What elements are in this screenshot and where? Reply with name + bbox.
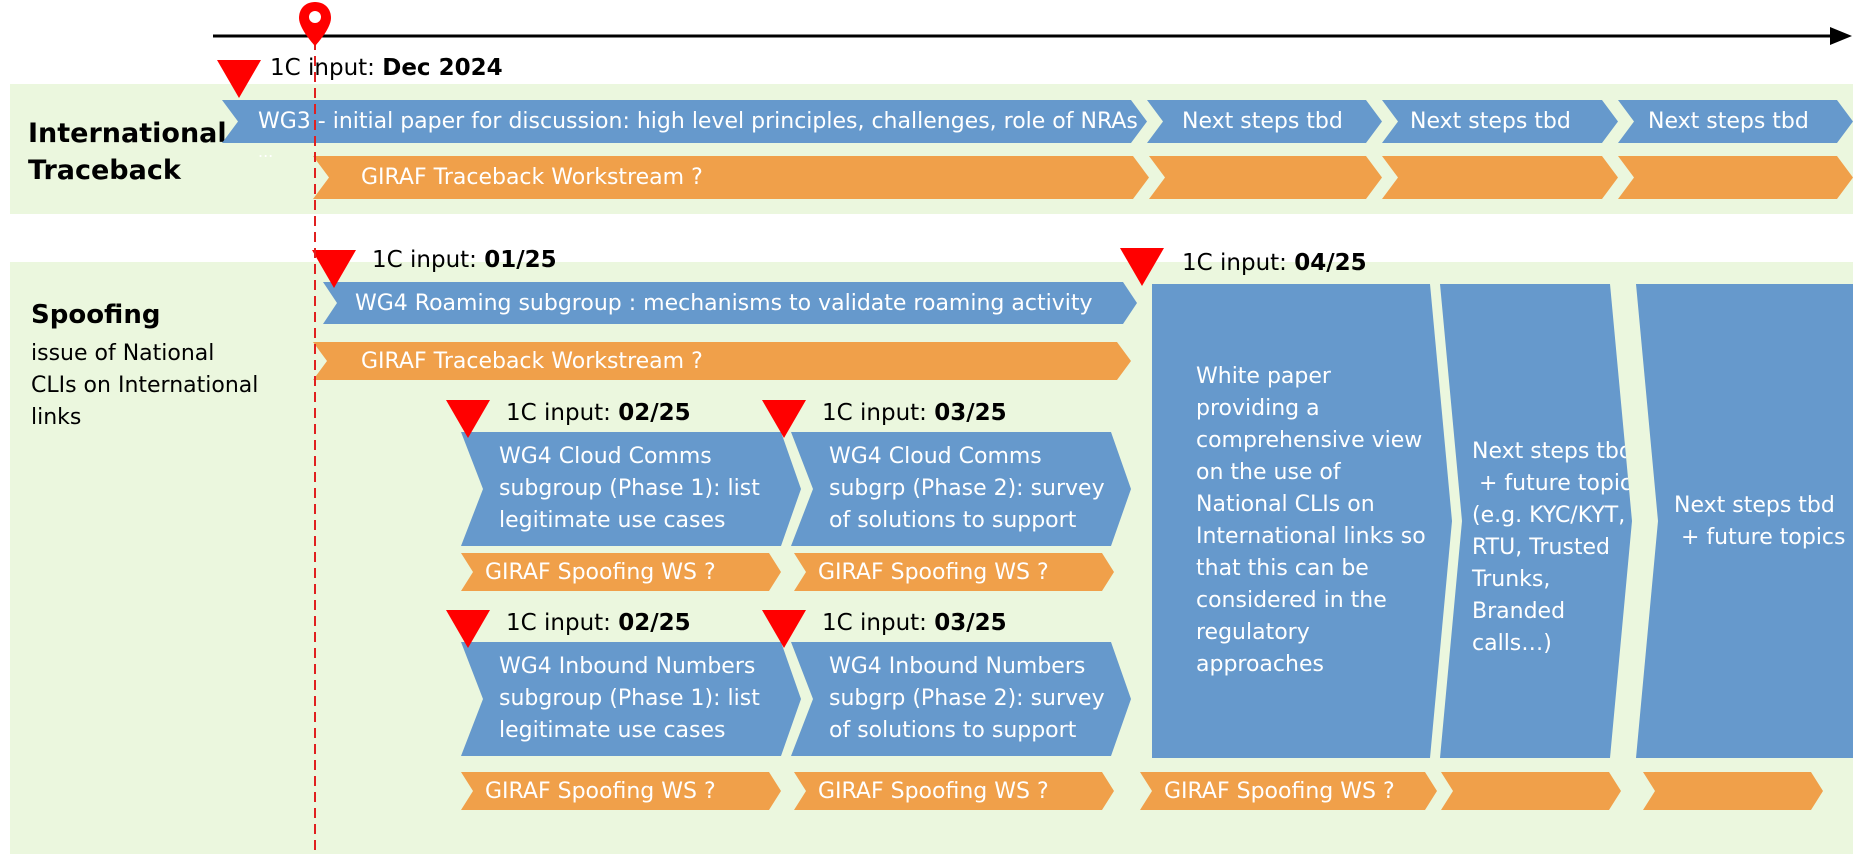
input-label-0425: 1C input: 04/25 [1182, 250, 1367, 276]
input-marker-0425 [1120, 248, 1164, 286]
spoofing-giraf-traceback-chevron: GIRAF Traceback Workstream ? [313, 342, 1131, 380]
wg3-initial-paper-chevron: WG3 - initial paper for discussion: high… [222, 100, 1147, 143]
giraf-spoofing-cloud-2: GIRAF Spoofing WS ? [794, 553, 1114, 591]
input-marker-cloud-p2 [762, 400, 806, 438]
giraf-spoofing-white-paper: GIRAF Spoofing WS ? [1140, 772, 1437, 810]
giraf-traceback-chevron: GIRAF Traceback Workstream ? [313, 156, 1149, 199]
giraf-traceback-chevron-2 [1149, 156, 1382, 199]
spoofing-title: Spoofing [31, 300, 161, 330]
input-label-cloud-p1: 1C input: 02/25 [506, 400, 691, 426]
traceback-next-steps-3: Next steps tbd [1618, 100, 1853, 143]
input-marker-inb-p1 [446, 610, 490, 648]
giraf-spoofing-inbound-2: GIRAF Spoofing WS ? [794, 772, 1114, 810]
traceback-title: International Traceback [28, 118, 227, 186]
next-steps-future-topics-b: Next steps tbd + future topics [1636, 284, 1853, 758]
location-pin-icon [299, 2, 331, 46]
current-date-line [314, 40, 316, 854]
input-label-0125: 1C input: 01/25 [372, 247, 557, 273]
timeline-arrow [213, 27, 1852, 45]
wg4-roaming-chevron: WG4 Roaming subgroup : mechanisms to val… [323, 282, 1137, 324]
input-marker-dec2024 [217, 60, 261, 98]
giraf-spoofing-next-a [1441, 772, 1621, 810]
input-marker-inb-p2 [762, 610, 806, 648]
traceback-ellipsis: ... [258, 142, 274, 161]
giraf-spoofing-next-b [1643, 772, 1823, 810]
input-label-inb-p2: 1C input: 03/25 [822, 610, 1007, 636]
giraf-traceback-chevron-3 [1382, 156, 1618, 199]
traceback-next-steps-2: Next steps tbd [1382, 100, 1618, 143]
giraf-spoofing-inbound-1: GIRAF Spoofing WS ? [461, 772, 781, 810]
input-marker-cloud-p1 [446, 400, 490, 438]
spoofing-subtitle: issue of National CLIs on International … [31, 341, 259, 430]
input-label-inb-p1: 1C input: 02/25 [506, 610, 691, 636]
giraf-traceback-chevron-4 [1618, 156, 1853, 199]
input-label-cloud-p2: 1C input: 03/25 [822, 400, 1007, 426]
input-marker-0125 [312, 250, 356, 288]
input-label-dec2024: 1C input: Dec 2024 [270, 55, 503, 81]
traceback-next-steps-1: Next steps tbd [1147, 100, 1382, 143]
giraf-spoofing-cloud-1: GIRAF Spoofing WS ? [461, 553, 781, 591]
next-steps-future-topics-a: Next steps tbd + future topics (e.g. KYC… [1440, 284, 1632, 758]
